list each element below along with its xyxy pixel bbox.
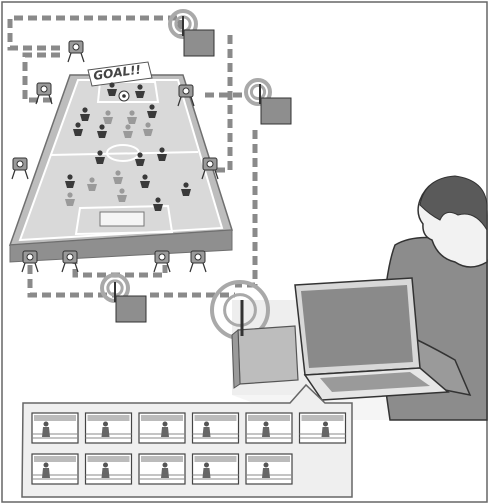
video-frame-thumbnail-icon	[86, 413, 132, 443]
video-frame-thumbnail-icon	[193, 413, 239, 443]
video-frame-thumbnail-icon	[86, 454, 132, 484]
ball-icon	[119, 91, 129, 101]
video-frame-thumbnail-icon	[32, 454, 78, 484]
video-frame-thumbnail-icon	[246, 454, 292, 484]
video-frame-thumbnail-icon	[32, 413, 78, 443]
video-frame-thumbnail-icon	[139, 413, 185, 443]
video-frame-thumbnail-icon	[246, 413, 292, 443]
video-frame-thumbnail-icon	[300, 413, 346, 443]
video-frame-thumbnail-icon	[139, 454, 185, 484]
video-frame-thumbnail-icon	[193, 454, 239, 484]
goal-bottom	[100, 212, 144, 226]
